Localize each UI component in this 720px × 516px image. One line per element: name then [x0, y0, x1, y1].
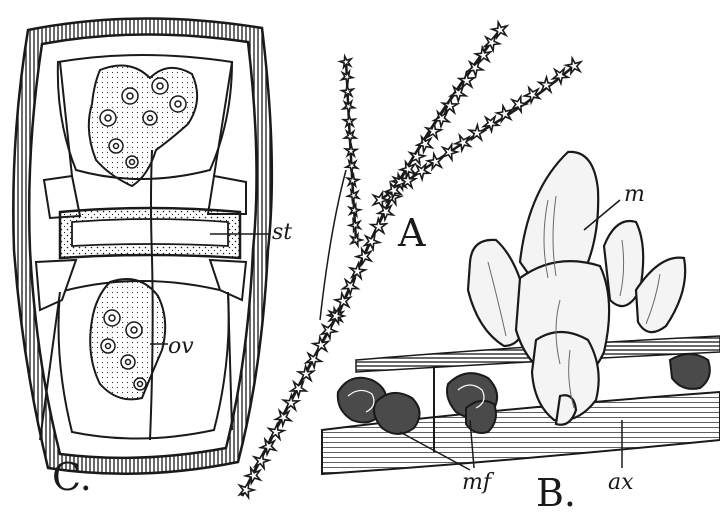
- polyp-floret: [348, 190, 359, 201]
- panel-label-a: A: [398, 214, 425, 252]
- label-ax: ax: [608, 472, 634, 494]
- label-m: m: [624, 184, 645, 206]
- polyp-floret: [426, 123, 441, 138]
- label-mf: mf: [462, 472, 491, 494]
- label-ov: ov: [168, 336, 194, 358]
- polyp-floret: [371, 219, 386, 234]
- polyp-floret: [246, 468, 261, 483]
- polyp-floret: [492, 22, 507, 37]
- polyp-floret: [335, 293, 350, 308]
- polyp-floret: [349, 220, 360, 232]
- medusoid-gonophore: [468, 152, 685, 425]
- polyp-floret: [343, 280, 358, 295]
- polyp-floret: [342, 71, 353, 82]
- polyp-floret: [322, 323, 337, 338]
- polyp-floret: [342, 86, 353, 97]
- polyp-floret: [340, 56, 351, 67]
- polyp-floret: [349, 205, 360, 216]
- polyp-floret: [313, 337, 328, 352]
- polyp-floret: [443, 145, 458, 160]
- septum-core: [72, 219, 228, 246]
- polyp-floret: [298, 366, 313, 381]
- right-side-chamber-upper: [208, 176, 246, 214]
- polyp-floret: [347, 175, 358, 186]
- panel-label-c: C.: [52, 458, 92, 496]
- polyp-floret: [410, 149, 425, 164]
- polyp-floret: [269, 424, 284, 439]
- polyp-floret: [351, 234, 362, 245]
- label-st: st: [272, 222, 292, 244]
- panel-label-b: B.: [536, 474, 576, 512]
- polyp-floret: [350, 263, 365, 278]
- panel-c-section-drawing: [13, 18, 272, 473]
- polyp-floret: [343, 101, 354, 112]
- polyp-floret: [346, 161, 357, 172]
